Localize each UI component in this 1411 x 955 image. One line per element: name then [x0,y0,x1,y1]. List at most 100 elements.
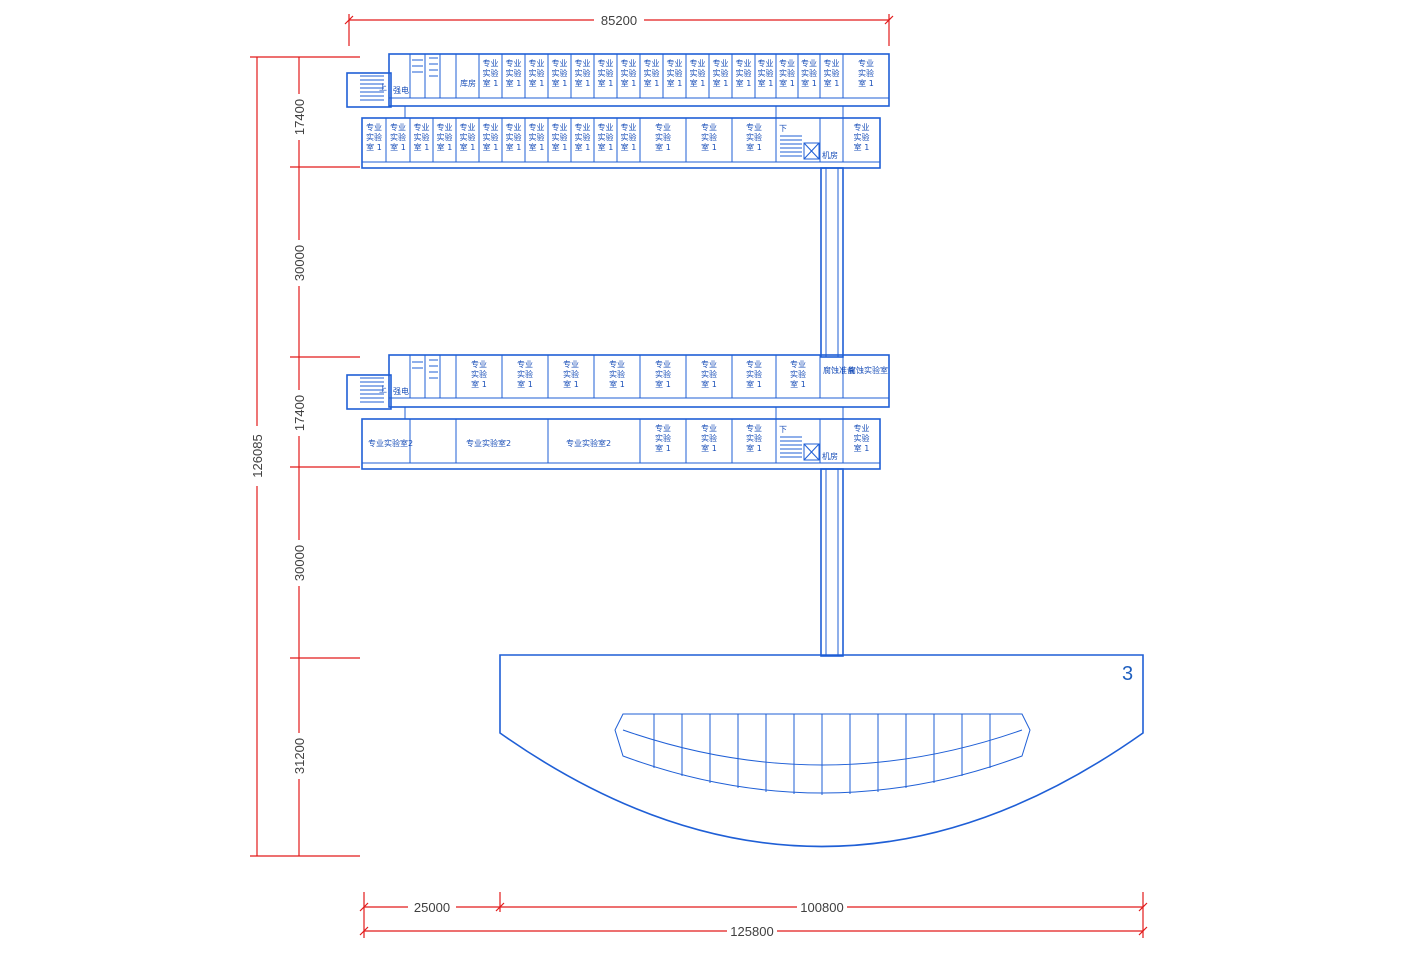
lab-room-label: 专业 [713,58,729,68]
lab-room-label: 室 1 [483,78,499,88]
lab-room-label: 室 1 [517,379,533,389]
lab-room-label: 室 1 [529,78,545,88]
lab-room-label: 室 1 [655,142,671,152]
building-block-2 [346,354,890,470]
lab-room-label: 专业 [667,58,683,68]
lab-room-label: 室 1 [609,379,625,389]
lab-room-label: 专业 [758,58,774,68]
lab-room-label: 室 1 [460,142,476,152]
lab-room-label: 室 1 [746,443,762,453]
lab-room-label: 室 1 [552,78,568,88]
lab-room-label: 实验 [575,132,591,142]
dimension-lines [250,14,1148,938]
dim-bottom-total: 125800 [730,924,773,939]
lab-room-label: 实验 [655,132,671,142]
lab-room-label: 专业 [437,122,453,132]
lab-room-label: 实验 [746,433,762,443]
dim-top-width: 85200 [601,13,637,28]
lab-room-label: 专业 [790,359,806,369]
lab-room-label: 实验 [506,68,522,78]
lab-room-label: 室 1 [854,142,870,152]
lab-room-label: 实验 [644,68,660,78]
label-lab2-a: 专业实验室2 [368,438,413,448]
lab-room-label: 实验 [414,132,430,142]
dim-17400-b: 17400 [292,395,307,431]
lab-room-label: 专业 [366,122,382,132]
label-up: 上 [379,83,387,92]
lab-room-label: 专业 [575,58,591,68]
lab-room-label: 实验 [598,132,614,142]
lab-room-label: 实验 [552,132,568,142]
lab-room-label: 室 1 [746,142,762,152]
lab-room-label: 专业 [460,122,476,132]
lab-room-label: 室 1 [854,443,870,453]
lab-room-label: 室 1 [506,142,522,152]
lab-room-label: 实验 [854,433,870,443]
dim-bottom-right: 100800 [800,900,843,915]
lab-room-label: 实验 [460,132,476,142]
lab-room-label: 专业 [655,122,671,132]
lab-room-label: 专业 [552,122,568,132]
lab-room-label: 实验 [471,369,487,379]
dim-bottom-left: 25000 [414,900,450,915]
lab-room-label: 室 1 [790,379,806,389]
lab-room-label: 实验 [824,68,840,78]
lab-room-label: 实验 [801,68,817,78]
label-up-2: 上 [379,385,387,394]
building-block-1 [346,53,890,169]
lab-room-label: 实验 [517,369,533,379]
lab-room-label: 室 1 [655,443,671,453]
label-storage: 库房 [460,78,476,88]
lab-room-label: 室 1 [483,142,499,152]
lab-room-label: 室 1 [801,78,817,88]
label-down-2: 下 [779,425,787,434]
lab-room-label: 实验 [701,369,717,379]
lab-room-label: 室 1 [644,78,660,88]
lab-room-label: 实验 [758,68,774,78]
lab-room-label: 室 1 [713,78,729,88]
lab-room-label: 实验 [701,433,717,443]
lab-room-label: 专业 [655,423,671,433]
lab-room-label: 实验 [529,68,545,78]
lab-room-label: 专业 [529,58,545,68]
lab-room-label: 室 1 [858,78,874,88]
lab-room-label: 专业 [517,359,533,369]
label-machine-room: 机房 [822,150,838,160]
lab-room-label: 专业 [701,423,717,433]
lab-room-label: 实验 [746,132,762,142]
label-machine-room-2: 机房 [822,451,838,461]
lab-room-label: 专业 [854,122,870,132]
lab-room-label: 实验 [483,132,499,142]
dim-30000-b: 30000 [292,545,307,581]
label-corrosion-prep: 腐蚀准备 [823,365,855,375]
lab-room-label: 室 1 [598,142,614,152]
lab-room-label: 室 1 [552,142,568,152]
label-down: 下 [779,124,787,133]
lab-room-label: 专业 [736,58,752,68]
lab-room-label: 实验 [609,369,625,379]
lab-room-label: 专业 [779,58,795,68]
lab-room-label: 室 1 [655,379,671,389]
lab-room-label: 专业 [483,58,499,68]
lab-room-label: 室 1 [701,443,717,453]
lab-room-label: 实验 [437,132,453,142]
lab-room-label: 专业 [655,359,671,369]
lab-room-label: 实验 [655,433,671,443]
label-electric-2: 强电 [393,386,409,396]
lab-room-label: 专业 [701,359,717,369]
lab-room-label: 室 1 [366,142,382,152]
lab-room-label: 室 1 [701,379,717,389]
lab-room-label: 实验 [621,68,637,78]
lab-room-label: 专业 [858,58,874,68]
lab-room-label: 专业 [701,122,717,132]
lab-room-label: 室 1 [575,78,591,88]
lab-room-label: 实验 [621,132,637,142]
lab-room-label: 专业 [746,423,762,433]
lab-room-label: 实验 [746,369,762,379]
bridge-1 [820,167,844,358]
lab-room-label: 实验 [655,369,671,379]
lab-room-label: 专业 [690,58,706,68]
lab-room-label: 专业 [609,359,625,369]
lab-room-label: 实验 [858,68,874,78]
dim-30000-a: 30000 [292,245,307,281]
